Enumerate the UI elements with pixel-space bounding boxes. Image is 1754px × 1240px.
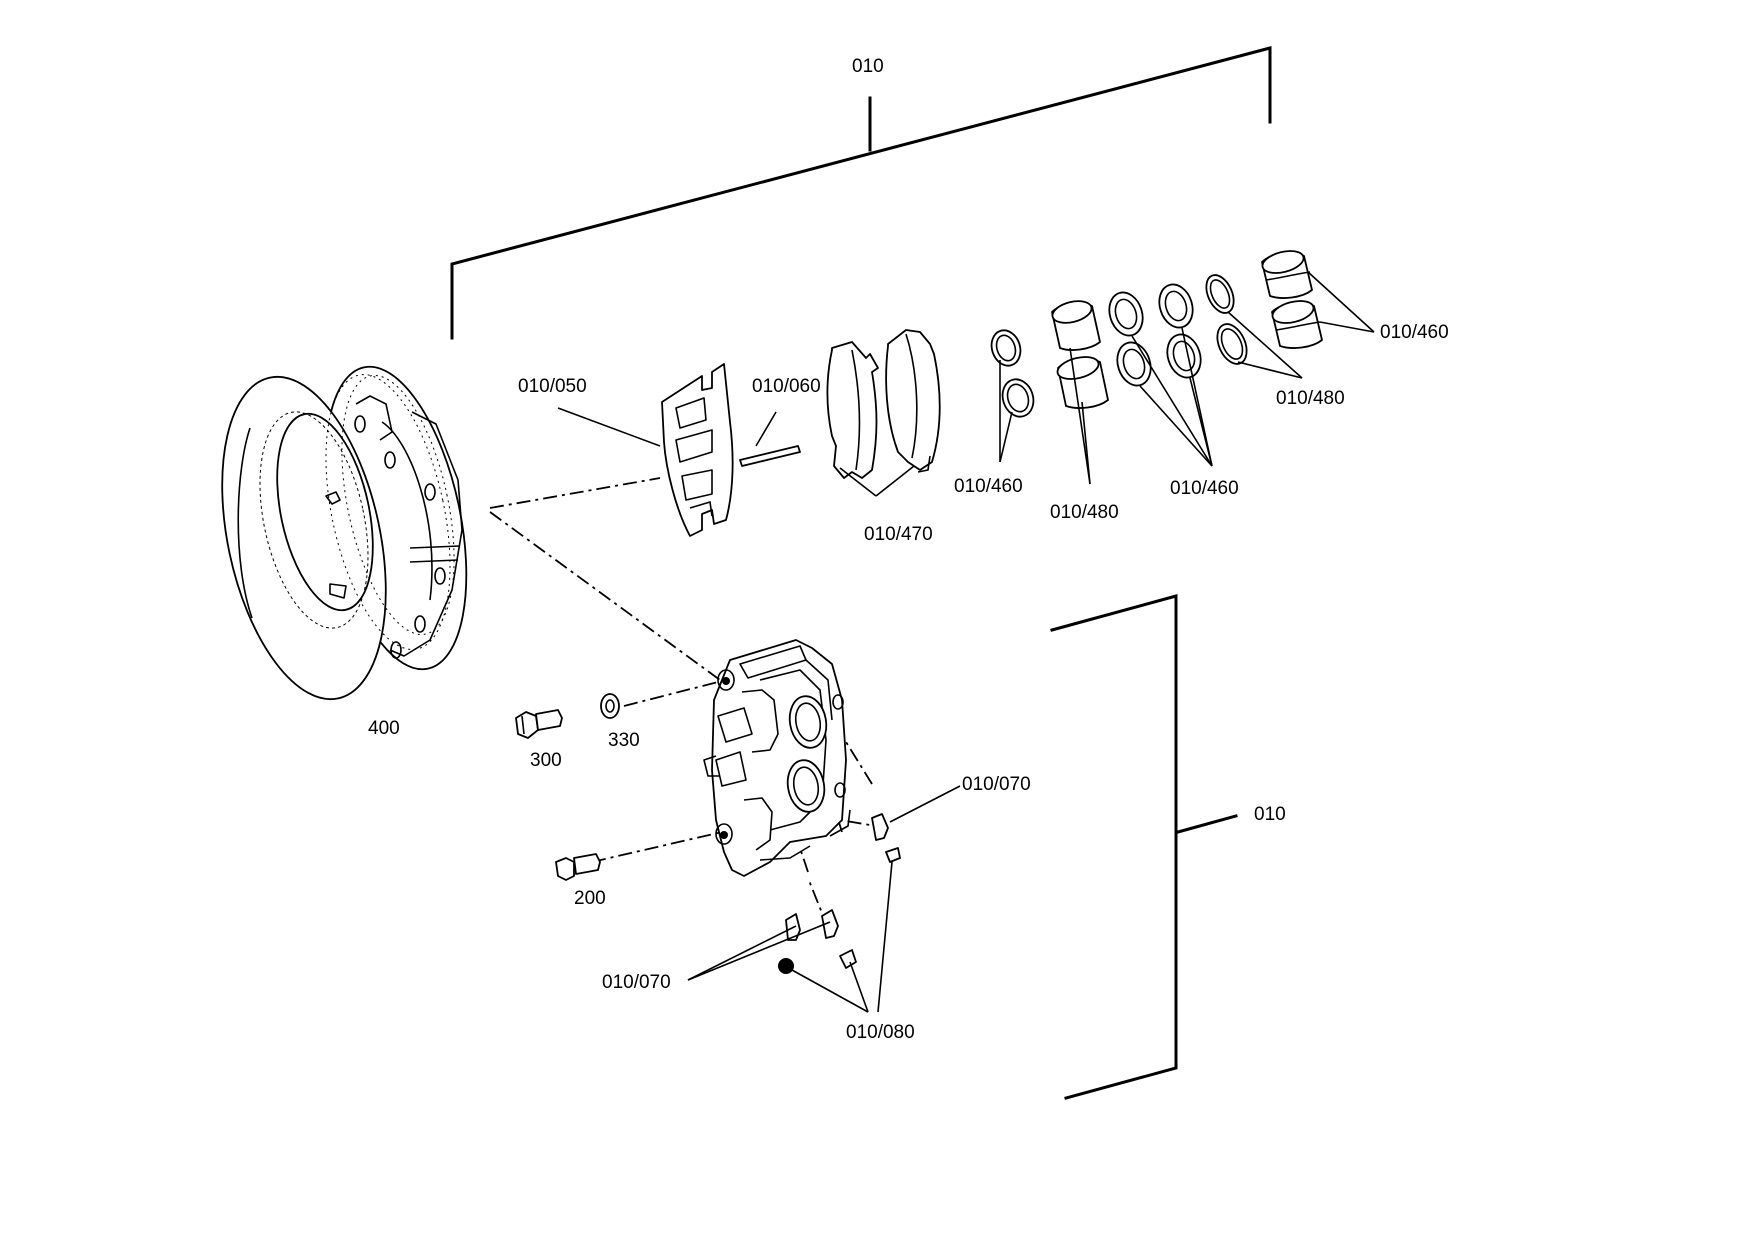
seal-ring-a2 (1001, 378, 1035, 418)
bleeder-cap-right (885, 847, 901, 863)
label-assembly-right: 010 (1254, 804, 1286, 825)
bleeder-cap-bottom-2 (839, 949, 857, 969)
label-seal-c: 010/480 (1276, 388, 1345, 409)
brake-pad-inner (826, 341, 879, 479)
label-washer-330: 330 (608, 730, 640, 751)
label-bolt-200: 200 (574, 888, 606, 909)
piston-a2 (1056, 356, 1109, 409)
seal-ring-b4 (1166, 333, 1202, 379)
label-assembly-top: 010 (852, 56, 884, 77)
label-seal-a: 010/460 (954, 476, 1023, 497)
washer-330 (600, 693, 620, 719)
seal-ring-c2 (1216, 323, 1248, 365)
retaining-pin (739, 445, 801, 467)
label-disc: 400 (368, 718, 400, 739)
seal-ring-a1 (990, 329, 1022, 367)
brake-disc (221, 365, 468, 701)
bolt-200 (555, 853, 601, 881)
label-screw-300: 300 (530, 750, 562, 771)
right-assembly-bracket (1050, 594, 1238, 1100)
piston-b2 (1271, 300, 1323, 349)
label-seal-b: 010/460 (1170, 478, 1239, 499)
label-caps: 010/080 (846, 1022, 915, 1043)
labels: 010 010 010/050 010/060 010/470 010/460 … (368, 56, 1449, 1043)
leader-lines (557, 271, 1375, 1013)
seal-ring-c1 (1205, 274, 1235, 314)
label-bleeders-bottom: 010/070 (602, 972, 671, 993)
label-pads: 010/470 (864, 524, 933, 545)
bleeder-nipple-bottom-2 (821, 909, 839, 939)
seal-ring-b3 (1158, 283, 1194, 329)
piston-b1 (1261, 250, 1313, 299)
bleeder-cap-bottom-1 (778, 958, 794, 974)
piston-a1 (1051, 300, 1101, 351)
label-piston-b: 010/460 (1380, 322, 1449, 343)
seal-ring-b1 (1108, 291, 1144, 337)
label-piston-a: 010/480 (1050, 502, 1119, 523)
screw-300 (515, 709, 563, 739)
label-bleeder-right: 010/070 (962, 774, 1031, 795)
bleeder-nipple-right (871, 813, 889, 841)
top-assembly-bracket (450, 46, 1272, 340)
label-pad-spring: 010/050 (518, 376, 587, 397)
pad-spring (661, 363, 734, 537)
label-pin: 010/060 (752, 376, 821, 397)
brake-pad-outer (885, 329, 941, 473)
brake-caliper (703, 639, 851, 877)
